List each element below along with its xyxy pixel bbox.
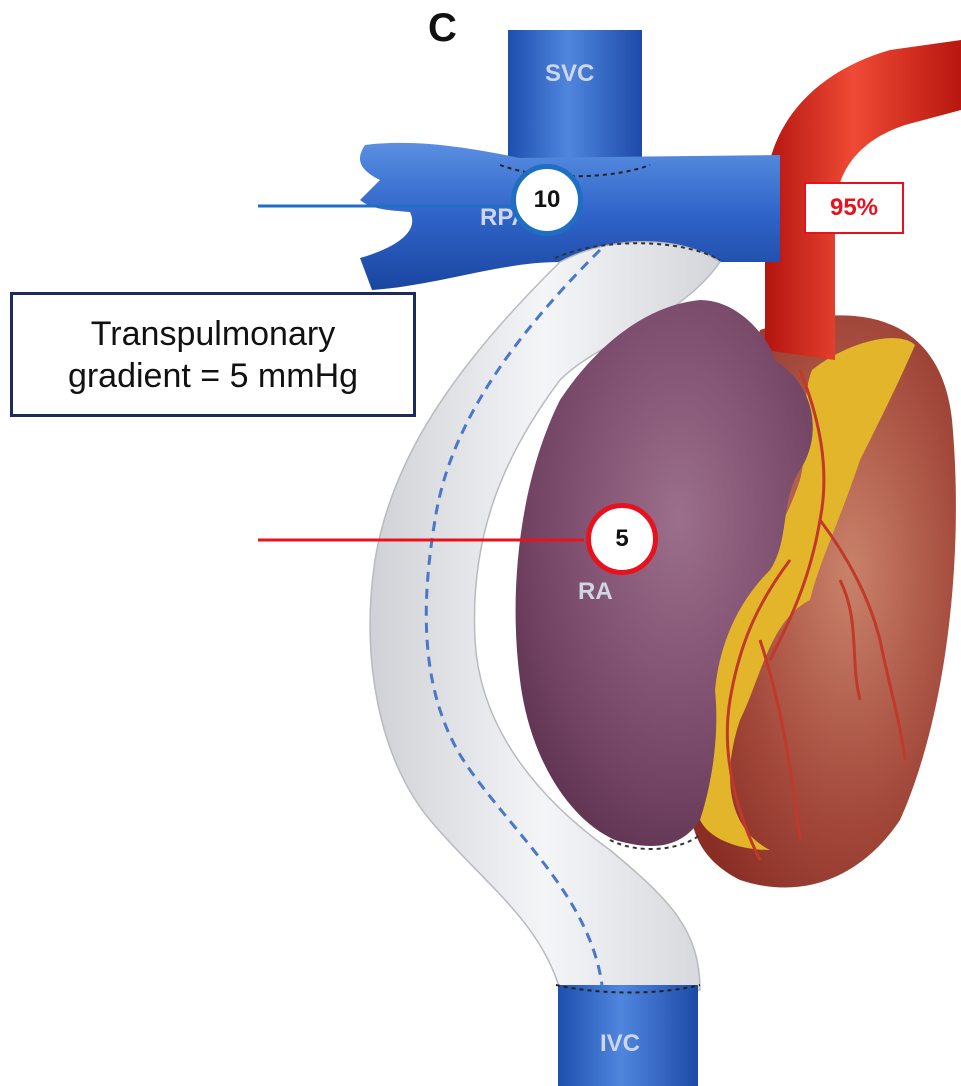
atrial-pressure-value: 5 — [615, 525, 628, 553]
saturation-box: 95% — [804, 182, 904, 234]
gradient-line-1: Transpulmonary — [91, 313, 335, 355]
panel-letter: C — [428, 6, 457, 51]
ra-label: RA — [578, 578, 613, 606]
svc-label: SVC — [545, 60, 594, 88]
saturation-value: 95% — [830, 194, 878, 222]
svc-vessel — [508, 30, 642, 175]
ivc-label: IVC — [600, 1030, 640, 1058]
pulmonary-pressure-value: 10 — [534, 186, 561, 214]
gradient-line-2: gradient = 5 mmHg — [68, 355, 358, 397]
atrial-pressure-marker: 5 — [586, 503, 658, 575]
pulmonary-pressure-marker: 10 — [511, 164, 583, 236]
transpulmonary-gradient-box: Transpulmonary gradient = 5 mmHg — [10, 292, 416, 417]
